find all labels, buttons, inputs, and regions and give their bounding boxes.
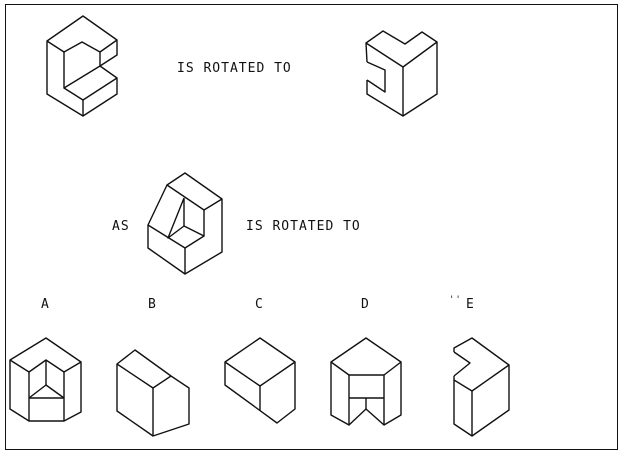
prompt-as: AS <box>112 219 130 234</box>
option-b-label[interactable]: B <box>148 297 157 312</box>
option-d-figure <box>330 337 402 426</box>
option-b-figure <box>116 349 190 437</box>
option-a-figure <box>9 337 82 422</box>
example-figure-original <box>46 15 118 117</box>
option-e-figure <box>453 337 510 437</box>
example-figure-rotated <box>365 30 438 117</box>
option-c-label[interactable]: C <box>255 297 264 312</box>
prompt-text-1: IS ROTATED TO <box>177 61 292 76</box>
option-a-label[interactable]: A <box>41 297 50 312</box>
target-figure <box>147 172 223 275</box>
prompt-text-2: IS ROTATED TO <box>246 219 361 234</box>
stray-mark: '' <box>449 295 462 305</box>
option-e-label[interactable]: E <box>466 297 475 312</box>
frame-border <box>5 4 618 450</box>
option-d-label[interactable]: D <box>361 297 370 312</box>
option-c-figure <box>224 337 296 424</box>
